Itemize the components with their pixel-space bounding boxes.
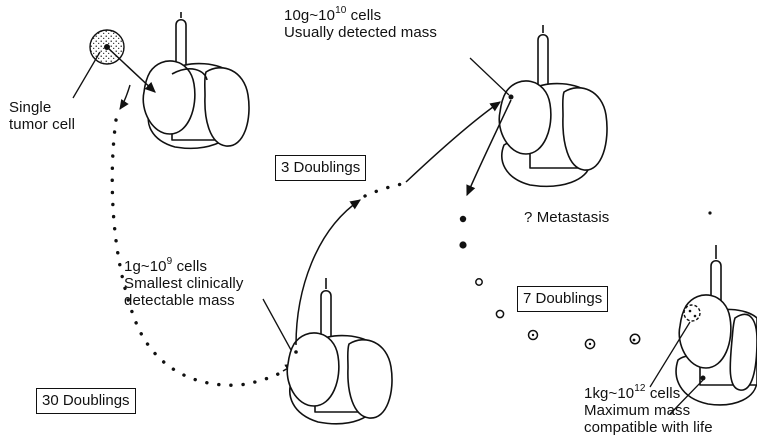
growth-path-30-doublings (112, 120, 290, 385)
stage-1g-label: 1g~109 cells Smallest clinically detecta… (124, 258, 243, 309)
organ-top-left (143, 12, 249, 148)
organ-bottom-middle (287, 278, 392, 424)
stage-1kg-description-2: compatible with life (584, 419, 713, 436)
stage-10g-description: Usually detected mass (284, 24, 437, 41)
stage-1g-description-1: Smallest clinically (124, 275, 243, 292)
single-cell-label: Single tumor cell (9, 99, 75, 133)
doublings-30-box: 30 Doublings (36, 388, 136, 414)
single-cell-label-line-1: Single (9, 99, 75, 116)
stage-10g-label: 10g~1010 cells Usually detected mass (284, 7, 437, 41)
stage-1kg-description-1: Maximum mass (584, 402, 713, 419)
doublings-3-box: 3 Doublings (275, 155, 366, 181)
single-cell-label-line-2: tumor cell (9, 116, 75, 133)
stage-10g-mass: 10g~1010 cells (284, 7, 437, 24)
doublings-7-box: 7 Doublings (517, 286, 608, 312)
organ-top-right (499, 25, 607, 186)
stage-1kg-label: 1kg~1012 cells Maximum mass compatible w… (584, 385, 713, 436)
stage-1g-description-2: detectable mass (124, 292, 243, 309)
metastasis-label: ? Metastasis (524, 209, 609, 226)
stage-1g-mass: 1g~109 cells (124, 258, 243, 275)
stage-1kg-mass: 1kg~1012 cells (584, 385, 713, 402)
